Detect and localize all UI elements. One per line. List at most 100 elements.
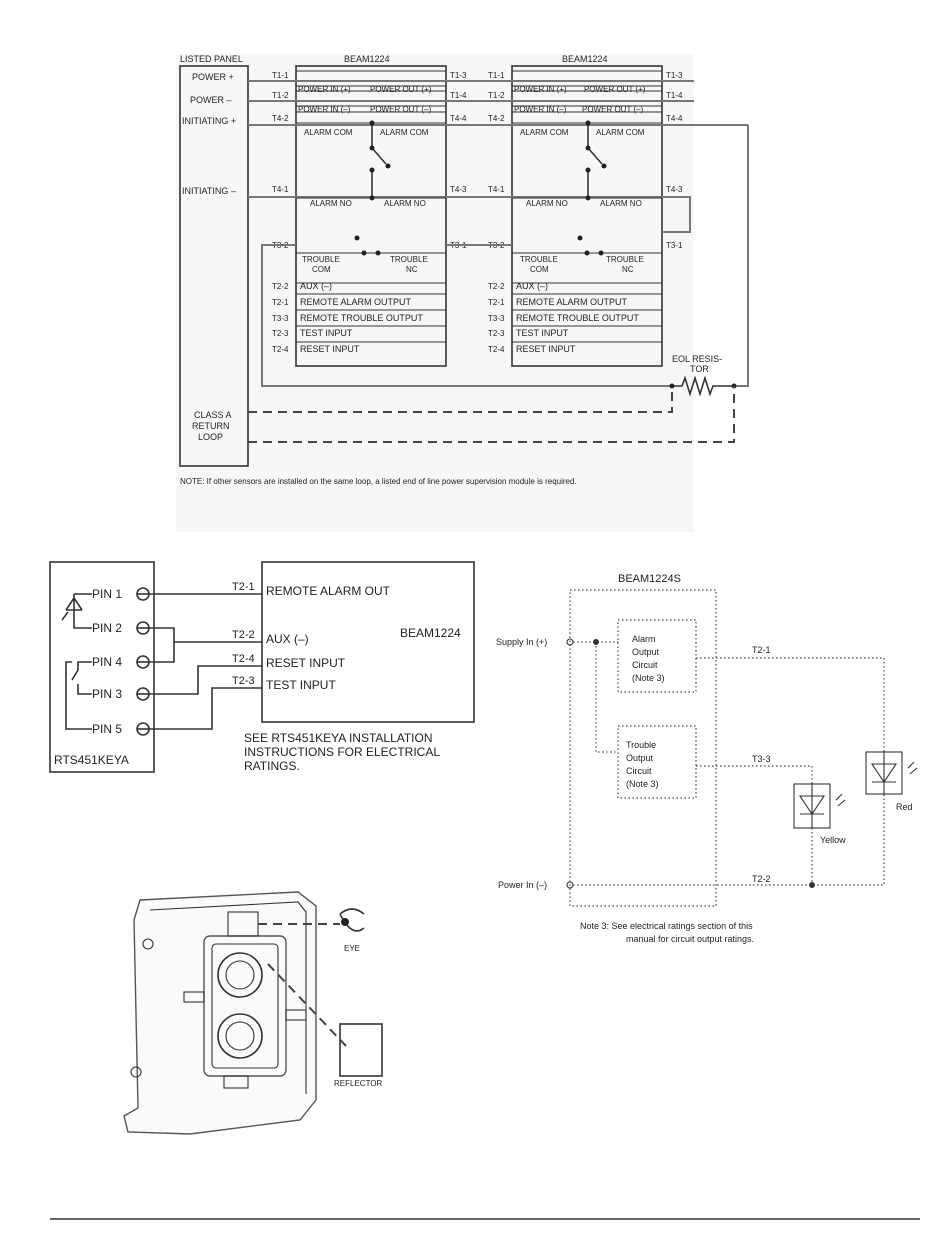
reflector-label: REFLECTOR bbox=[334, 1079, 383, 1088]
class-a-label-2: RETURN bbox=[192, 421, 230, 431]
schematic-yellow-wire bbox=[696, 765, 813, 784]
module1-bars bbox=[296, 70, 446, 113]
class-a-label-3: LOOP bbox=[198, 432, 223, 442]
schematic-supply-in: Supply In (+) bbox=[496, 637, 547, 647]
m1-alarm-relay bbox=[369, 120, 391, 201]
rts-term-1: T2-1 bbox=[232, 581, 255, 593]
class-a-wiring-diagram: LISTED PANEL POWER + POWER – INITIATING … bbox=[176, 54, 749, 532]
rts-label-4: TEST INPUT bbox=[266, 678, 336, 692]
rts-device-label: RTS451KEYA bbox=[54, 753, 129, 767]
panel-label-power-neg: POWER – bbox=[190, 95, 232, 105]
detector-lens-top bbox=[217, 952, 263, 998]
class-a-return-loop-2 bbox=[248, 386, 735, 443]
m1-alarm-no-1: ALARM NO bbox=[310, 199, 352, 208]
m2-power-in-pos: POWER IN (+) bbox=[514, 85, 567, 94]
rts-pin-3: PIN 3 bbox=[92, 687, 122, 701]
circuit1-l1: Alarm bbox=[632, 634, 656, 644]
schematic-t22: T2-2 bbox=[752, 874, 771, 884]
m1-trouble-com-2: COM bbox=[312, 265, 331, 274]
rts-module-box bbox=[261, 561, 475, 723]
m2-t-right-3: T4-4 bbox=[666, 114, 683, 123]
m1-aux-term-3: T3-3 bbox=[272, 314, 289, 323]
m2-alarm-relay bbox=[585, 120, 607, 201]
m2-alarm-com-1: ALARM COM bbox=[520, 128, 569, 137]
yellow-label: Yellow bbox=[820, 835, 846, 845]
m1-alarm-com-2: ALARM COM bbox=[380, 128, 429, 137]
circuit2-l2: Output bbox=[626, 753, 654, 763]
circuit1-l2: Output bbox=[632, 647, 660, 657]
m2-trouble-com-1: TROUBLE bbox=[520, 255, 558, 264]
rts-wire-pin5 bbox=[149, 687, 262, 730]
wire-initiating-neg bbox=[248, 196, 691, 233]
schematic-supply-wires bbox=[573, 641, 618, 753]
m1-aux-label-5: RESET INPUT bbox=[300, 344, 360, 354]
m2-t-left-3: T4-2 bbox=[488, 114, 505, 123]
m2-aux-term-3: T3-3 bbox=[488, 314, 505, 323]
rts-see-3: RATINGS. bbox=[244, 759, 300, 773]
m1-aux-term-2: T2-1 bbox=[272, 298, 289, 307]
rts-term-4: T2-3 bbox=[232, 675, 255, 687]
panel-label-power-pos: POWER + bbox=[192, 72, 234, 82]
panel-label-initiating-neg: INITIATING – bbox=[182, 186, 236, 196]
circuit2-l4: (Note 3) bbox=[626, 779, 659, 789]
circuit1-l3: Circuit bbox=[632, 660, 658, 670]
rts-device-box bbox=[49, 561, 155, 773]
note3-line1: Note 3: See electrical ratings section o… bbox=[580, 921, 753, 931]
m2-alarm-no-2: ALARM NO bbox=[600, 199, 642, 208]
eol-label-2: TOR bbox=[690, 364, 709, 374]
m2-aux-term-2: T2-1 bbox=[488, 298, 505, 307]
m1-aux-label-2: REMOTE ALARM OUTPUT bbox=[300, 297, 412, 307]
m1-alarm-no-2: ALARM NO bbox=[384, 199, 426, 208]
detector-lens-bottom bbox=[217, 1013, 263, 1059]
m1-power-out-pos: POWER OUT (+) bbox=[370, 85, 432, 94]
detector-head bbox=[203, 935, 287, 1077]
schematic-red-wire bbox=[696, 657, 885, 752]
reflector-sight-line bbox=[267, 963, 347, 1047]
rts-see-1: SEE RTS451KEYA INSTALLATION bbox=[244, 731, 433, 745]
wire-eol-return bbox=[734, 125, 749, 387]
m2-t-right-2: T1-4 bbox=[666, 91, 683, 100]
trouble-output-circuit bbox=[617, 725, 697, 799]
m2-aux-label-4: TEST INPUT bbox=[516, 328, 569, 338]
rts-led-symbol bbox=[61, 593, 92, 629]
m1-alarm-com-1: ALARM COM bbox=[304, 128, 353, 137]
m2-trouble-switch bbox=[577, 235, 604, 256]
rts-label-1: REMOTE ALARM OUT bbox=[266, 584, 391, 598]
m2-aux-term-5: T2-4 bbox=[488, 345, 505, 354]
module2-box bbox=[511, 65, 663, 367]
wiring-note: NOTE: If other sensors are installed on … bbox=[180, 477, 577, 486]
m1-t-left-2: T1-2 bbox=[272, 91, 289, 100]
rts-switch-symbol bbox=[65, 661, 92, 730]
module1-title: BEAM1224 bbox=[344, 54, 390, 64]
m2-trouble-nc-2: NC bbox=[622, 265, 634, 274]
eye-label: EYE bbox=[344, 944, 360, 953]
m1-power-out-neg: POWER OUT (–) bbox=[370, 105, 432, 114]
m1-t-left-1: T1-1 bbox=[272, 71, 289, 80]
listed-panel-box bbox=[179, 65, 249, 467]
module2-bars bbox=[512, 70, 662, 113]
rts-pin-5: PIN 5 bbox=[92, 722, 122, 736]
class-a-label-1: CLASS A bbox=[194, 410, 232, 420]
rts-wire-pin3 bbox=[149, 665, 262, 695]
rts-screw-terminals bbox=[136, 587, 150, 736]
circuit2-l3: Circuit bbox=[626, 766, 652, 776]
m2-trouble-nc-1: TROUBLE bbox=[606, 255, 644, 264]
m1-t-left-3: T4-2 bbox=[272, 114, 289, 123]
circuit2-l1: Trouble bbox=[626, 740, 656, 750]
panel-label-initiating-pos: INITIATING + bbox=[182, 116, 236, 126]
m1-aux-label-3: REMOTE TROUBLE OUTPUT bbox=[300, 313, 423, 323]
m2-aux-label-2: REMOTE ALARM OUTPUT bbox=[516, 297, 628, 307]
m1-trouble-switch bbox=[354, 235, 381, 256]
schematic-t21: T2-1 bbox=[752, 645, 771, 655]
m1-aux-term-5: T2-4 bbox=[272, 345, 289, 354]
panel-title: LISTED PANEL bbox=[180, 54, 243, 64]
red-led bbox=[865, 751, 918, 795]
module1-box bbox=[295, 65, 447, 367]
schematic-module-outline bbox=[569, 589, 717, 907]
note3-line2: manual for circuit output ratings. bbox=[626, 934, 754, 944]
m1-trouble-nc-2: NC bbox=[406, 265, 418, 274]
yellow-led bbox=[793, 783, 846, 829]
m1-aux-term-1: T2-2 bbox=[272, 282, 289, 291]
m1-t-left-4: T4-1 bbox=[272, 185, 289, 194]
